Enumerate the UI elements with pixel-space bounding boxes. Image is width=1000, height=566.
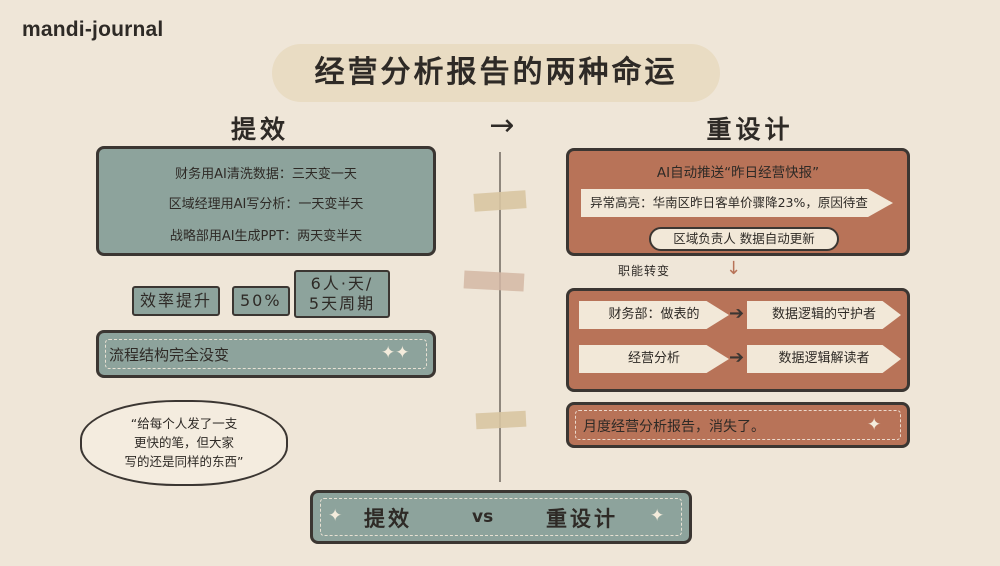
bottom-right-label: 重设计 (546, 507, 618, 531)
center-divider (499, 152, 501, 482)
arrow-right-icon: ➔ (729, 347, 745, 368)
percent-tag: 50% (232, 286, 290, 316)
dashed-inner-border (320, 498, 682, 536)
sparkle-icon: ✦ (328, 506, 343, 526)
transition-label: 职能转变 (618, 264, 671, 278)
role-from: 财务部：做表的 (579, 301, 729, 329)
role-to: 数据逻辑的守护者 (747, 301, 901, 329)
structure-box: 流程结构完全没变 ✦✦ (96, 330, 436, 378)
tape-decoration (473, 190, 527, 212)
process-line: 财务用AI清洗数据：三天变一天 (175, 167, 357, 182)
conclusion-box: 月度经营分析报告，消失了。 ✦ (566, 402, 910, 448)
period-tag-line: 6人·天/ (310, 274, 374, 293)
bottom-left-label: 提效 (364, 507, 412, 531)
process-line: 战略部用AI生成PPT：两天变半天 (169, 229, 363, 244)
conclusion-text: 月度经营分析报告，消失了。 (583, 419, 765, 435)
efficiency-tag: 效率提升 (132, 286, 221, 316)
role-shift-box: 财务部：做表的 ➔ 数据逻辑的守护者 经营分析 ➔ 数据逻辑解读者 (566, 288, 910, 392)
quote-line: 更快的笔，但大家 (133, 435, 234, 450)
tape-decoration (463, 270, 525, 292)
right-heading: 重设计 (706, 115, 794, 144)
ai-push-box: AI自动推送“昨日经营快报” 异常高亮：华南区昨日客单价骤降23%，原因待查 区… (566, 148, 910, 256)
alert-highlight: 异常高亮：华南区昨日客单价骤降23%，原因待查 (581, 189, 893, 217)
role-to: 数据逻辑解读者 (747, 345, 901, 373)
process-line: 区域经理用AI写分析：一天变半天 (168, 197, 364, 212)
role-from: 经营分析 (579, 345, 729, 373)
left-process-box: 财务用AI清洗数据：三天变一天 区域经理用AI写分析：一天变半天 战略部用AI生… (96, 146, 436, 256)
structure-text: 流程结构完全没变 (109, 346, 230, 364)
arrow-down-icon: ↓ (726, 258, 742, 279)
sparkle-icon: ✦ (867, 415, 882, 435)
quote-line: 写的还是同样的东西” (124, 454, 244, 469)
sparkle-icon: ✦ (650, 506, 665, 526)
title-highlight (272, 44, 720, 102)
brand-logo: mandi-journal (22, 18, 164, 41)
followup-pill: 区域负责人 数据自动更新 (649, 227, 839, 251)
tape-decoration (475, 410, 527, 430)
page-title: 经营分析报告的两种命运 (314, 55, 678, 90)
quote-line: “给每个人发了一支 (130, 416, 238, 431)
dashed-inner-border (575, 410, 901, 440)
sparkle-icon: ✦✦ (381, 343, 410, 363)
left-heading: 提效 (230, 115, 289, 144)
arrow-right-icon: ➔ (729, 303, 745, 324)
quote-bubble: “给每个人发了一支 更快的笔，但大家 写的还是同样的东西” (80, 400, 288, 486)
push-title: AI自动推送“昨日经营快报” (656, 165, 820, 181)
dashed-inner-border (105, 339, 427, 369)
arrow-right-icon: → (489, 108, 515, 143)
period-tag-line: 5天周期 (308, 294, 376, 313)
bottom-vs-label: vs (472, 507, 494, 527)
period-tag: 6人·天/ 5天周期 (294, 270, 390, 318)
